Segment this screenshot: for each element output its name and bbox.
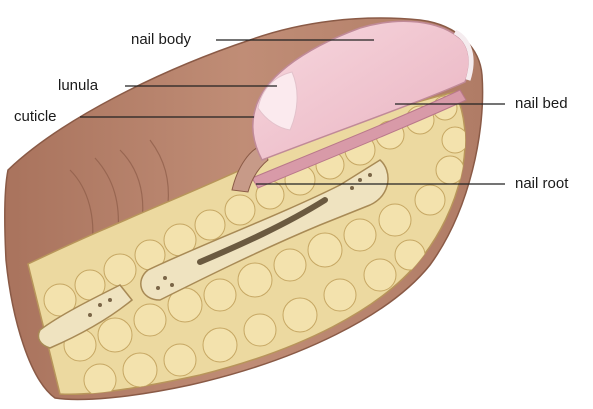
label-nail-body: nail body bbox=[131, 31, 191, 49]
label-nail-bed: nail bed bbox=[515, 95, 568, 113]
label-cuticle: cuticle bbox=[14, 108, 57, 126]
label-lunula: lunula bbox=[58, 77, 98, 95]
label-nail-root: nail root bbox=[515, 175, 568, 193]
